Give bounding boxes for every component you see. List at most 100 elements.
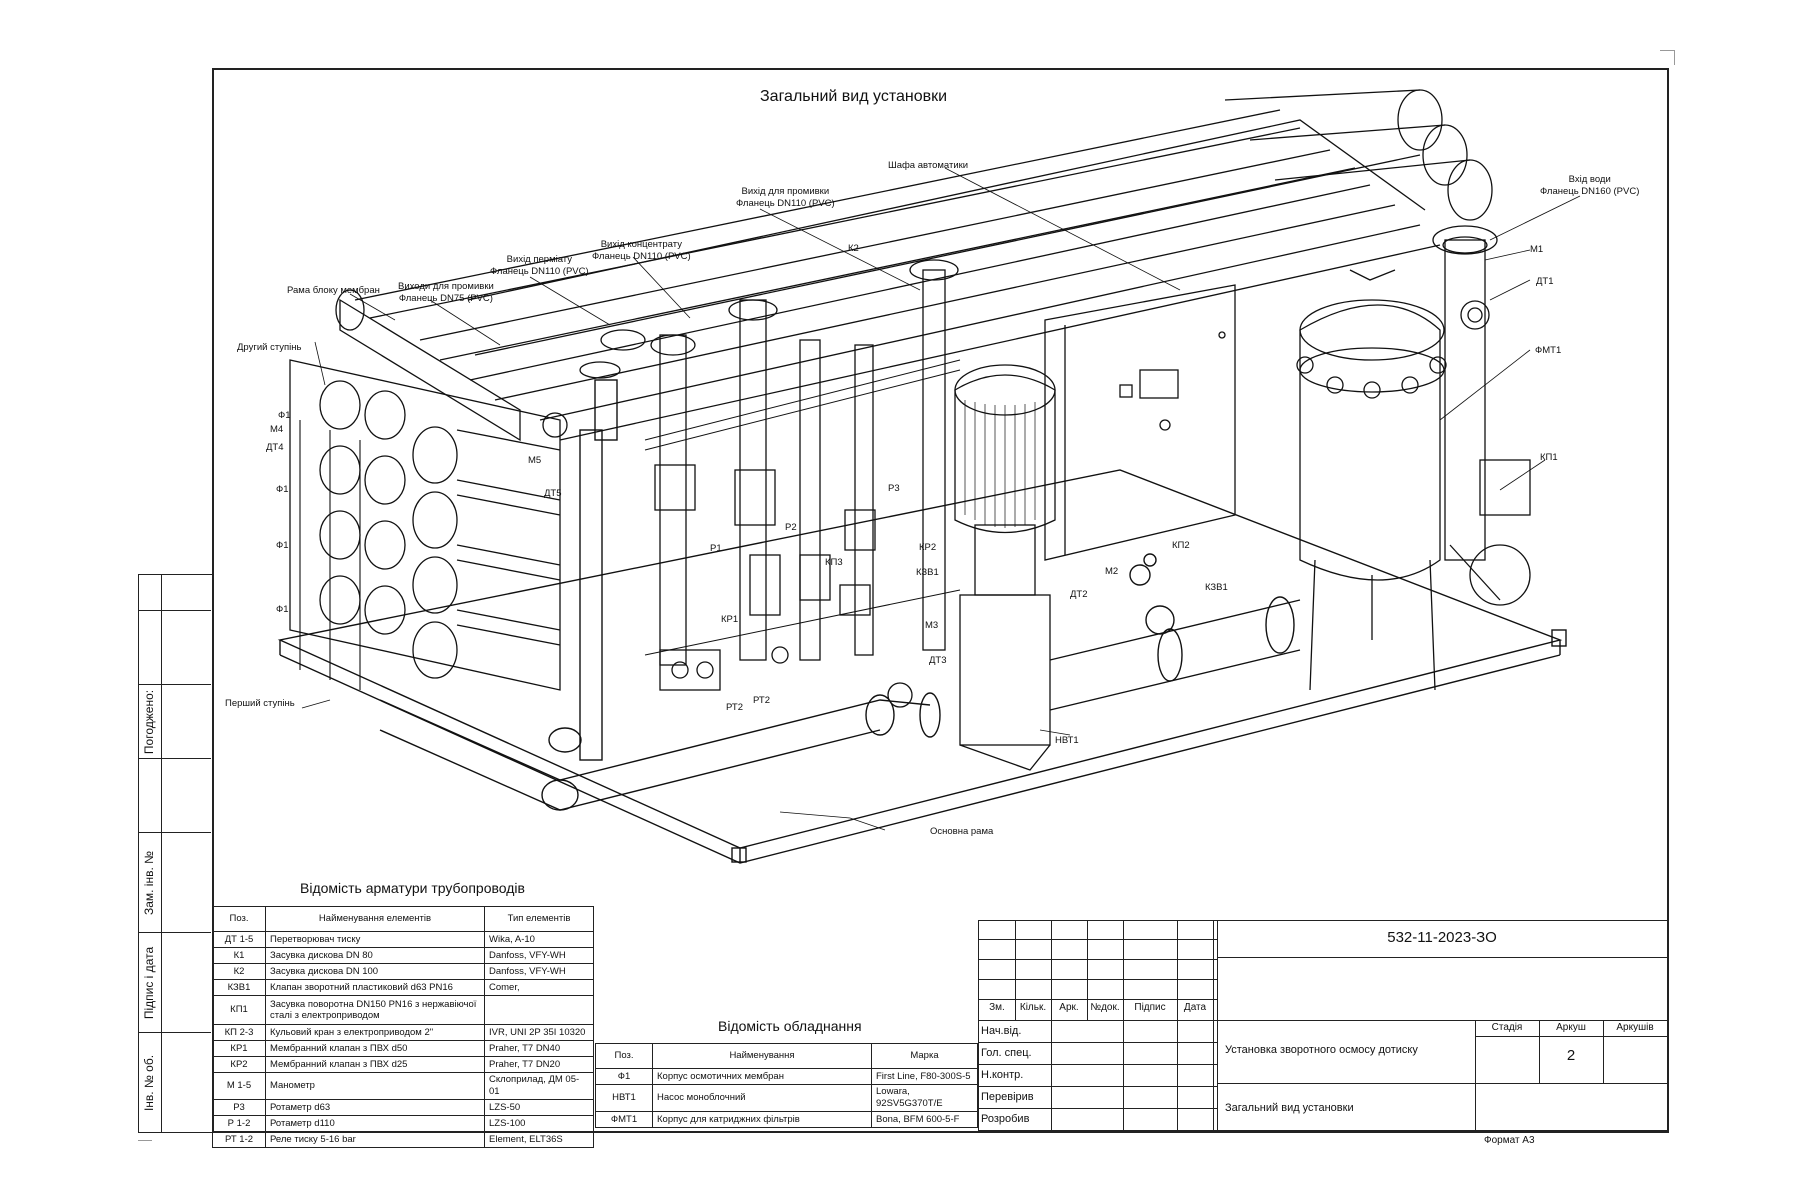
cell-type: LZS-100 [484, 1115, 594, 1132]
grid-line [1217, 1083, 1667, 1084]
callout-automation-cabinet: Шафа автоматики [888, 160, 969, 171]
drawing-title: Загальний вид установки [760, 88, 948, 105]
cell-pos: КР1 [212, 1040, 266, 1057]
label-dt5: ДТ5 [544, 488, 562, 499]
tb-role: Гол. спец. [981, 1047, 1032, 1059]
cell-pos: РТ 1-2 [212, 1131, 266, 1148]
grid-line [979, 1064, 1217, 1065]
label-f1: Ф1 [276, 604, 289, 615]
label-f1: Ф1 [276, 484, 289, 495]
grid-line [979, 959, 1217, 960]
label-kr2: КР2 [919, 542, 937, 553]
tb-col-header: Дата [1183, 1002, 1207, 1013]
approval-strip: Погоджено: Зам. інв. № Підпис і дата Інв… [138, 574, 212, 1133]
label-kr1: КР1 [721, 614, 739, 625]
project-name: Установка зворотного осмосу дотиску [1225, 1044, 1418, 1056]
main-frame [277, 469, 1567, 864]
grid-line [1051, 1020, 1052, 1132]
cell-type: Praher, T7 DN20 [484, 1056, 594, 1073]
grid-line [979, 939, 1217, 940]
cell-type: Praher, T7 DN40 [484, 1040, 594, 1057]
cell-name: Манометр [265, 1072, 485, 1100]
callout-text: Вихід перміату [506, 254, 572, 265]
column-header: Тип елементів [484, 906, 594, 932]
grid-line [979, 979, 1217, 980]
paper-format: Формат А3 [1484, 1135, 1535, 1146]
callout-text: Фланець DN160 (PVC) [1540, 186, 1640, 197]
grid-line [1123, 921, 1124, 1020]
callout-text: Фланець DN110 (PVC) [592, 251, 691, 262]
label-k2: К2 [848, 243, 859, 254]
cell-pos: Ф1 [595, 1068, 653, 1085]
cell-type: LZS-50 [484, 1099, 594, 1116]
callout-text: Фланець DN75 (PVC) [398, 293, 493, 304]
cell-name: Засувка дискова DN 100 [265, 963, 485, 980]
callout-text: Вхід води [1568, 174, 1611, 185]
label-kp2: КП2 [1172, 540, 1190, 551]
tb-role: Розробив [981, 1113, 1030, 1125]
label-kzv1: КЗВ1 [916, 567, 939, 578]
pump-nvt1 [954, 364, 1056, 771]
inv-orig-cell: Інв. № об. [139, 1033, 211, 1133]
grid-line [1213, 921, 1214, 1132]
label-dt1: ДТ1 [1536, 276, 1554, 287]
corner-mark [138, 1140, 152, 1141]
grid-line [979, 1108, 1217, 1109]
cartridge-filter-fmt1 [1296, 269, 1447, 691]
grid-line [1123, 1020, 1124, 1132]
tb-role: Нач.від. [981, 1025, 1022, 1037]
cell-pos: К1 [212, 947, 266, 964]
sign-date-cell: Підпис і дата [139, 933, 211, 1033]
cell-pos: КП 2-3 [212, 1024, 266, 1041]
suction-pipe [1049, 553, 1301, 711]
drawing-frame [212, 68, 1669, 1133]
label-rt2: РТ2 [753, 695, 770, 706]
cell-name: Ротаметр d63 [265, 1099, 485, 1116]
cell-name: Кульовий кран з електроприводом 2" [265, 1024, 485, 1041]
grid-line [979, 1020, 1217, 1021]
grid-line [1051, 921, 1052, 1020]
cell-name: Засувка поворотна DN150 PN16 з нержавіюч… [265, 995, 485, 1025]
cell-brand: First Line, F80-300S-5 [871, 1068, 978, 1085]
table-header-row: Поз. Найменування елементів Тип елементі… [212, 906, 594, 932]
cell-pos: ДТ 1-5 [212, 931, 266, 948]
cell-pos: НВТ1 [595, 1084, 653, 1112]
drawing-code: 532-11-2023-ЗО [1387, 929, 1497, 946]
automation-cabinet [1044, 284, 1236, 561]
cell-name: Реле тиску 5-16 bar [265, 1131, 485, 1148]
tb-col-header: Кільк. [1019, 1002, 1047, 1013]
label-dt4: ДТ4 [266, 442, 284, 453]
cell-name: Засувка дискова DN 80 [265, 947, 485, 964]
tb-col-header: Підпис [1134, 1002, 1166, 1013]
callout-first-stage: Перший ступінь [225, 698, 295, 709]
cell-brand: Bona, BFM 600-5-F [871, 1111, 978, 1128]
cell-pos: К2 [212, 963, 266, 980]
tb-role: Н.контр. [981, 1069, 1024, 1081]
callout-second-stage: Другий ступінь [237, 342, 302, 353]
cell-pos: М 1-5 [212, 1072, 266, 1100]
equipment-table-title: Відомість обладнання [718, 1018, 862, 1034]
label-kzv1: КЗВ1 [1205, 582, 1228, 593]
front-manifold [379, 379, 941, 811]
fittings-table: Поз. Найменування елементів Тип елементі… [212, 906, 594, 1148]
table-header-row: Поз. Найменування Марка [595, 1043, 978, 1069]
label-p2: Р2 [785, 522, 797, 533]
approval-cell [139, 611, 211, 685]
tb-col-header: №док. [1090, 1002, 1120, 1013]
cell-pos: Р3 [212, 1099, 266, 1116]
label-fmt1: ФМТ1 [1535, 345, 1562, 356]
callout-text: Вихід для промивки [741, 186, 830, 197]
